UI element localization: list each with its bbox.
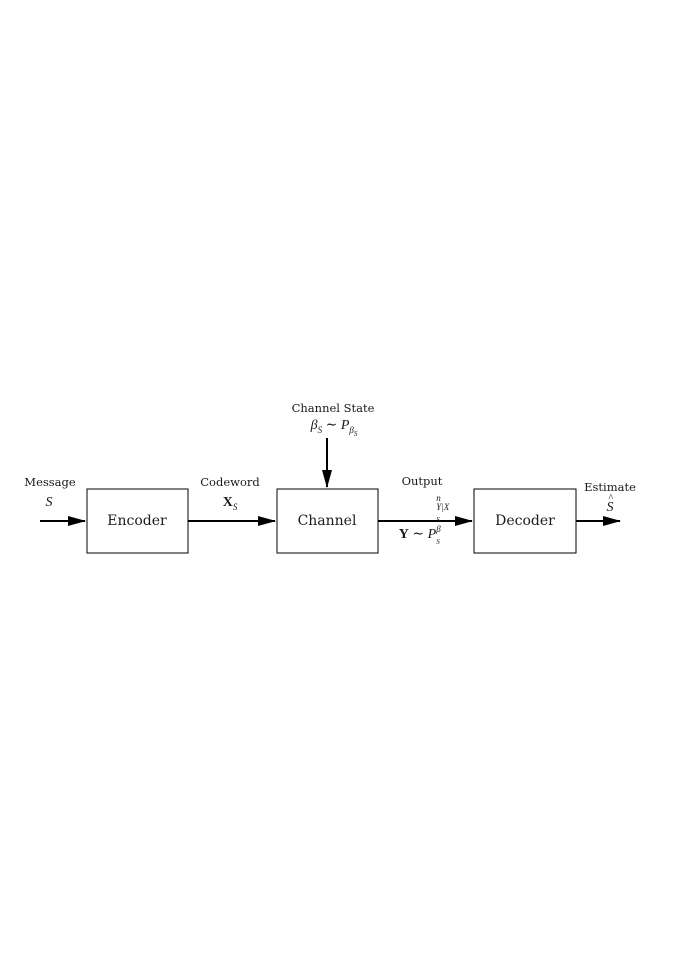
channel-state-title: Channel State: [291, 401, 375, 415]
estimate-symbol: S: [607, 494, 614, 515]
codeword-symbol: XS: [222, 495, 238, 512]
encoder-label: Encoder: [107, 513, 167, 529]
output-title: Output: [401, 474, 443, 488]
codeword-title: Codeword: [200, 475, 260, 489]
estimate-title: Estimate: [584, 480, 636, 494]
channel-label: Channel: [297, 513, 357, 529]
decoder-label: Decoder: [495, 513, 555, 529]
channel-state-symbol: βS ∼ PβS: [310, 418, 358, 438]
message-symbol: S: [45, 495, 53, 510]
message-title: Message: [24, 475, 76, 489]
